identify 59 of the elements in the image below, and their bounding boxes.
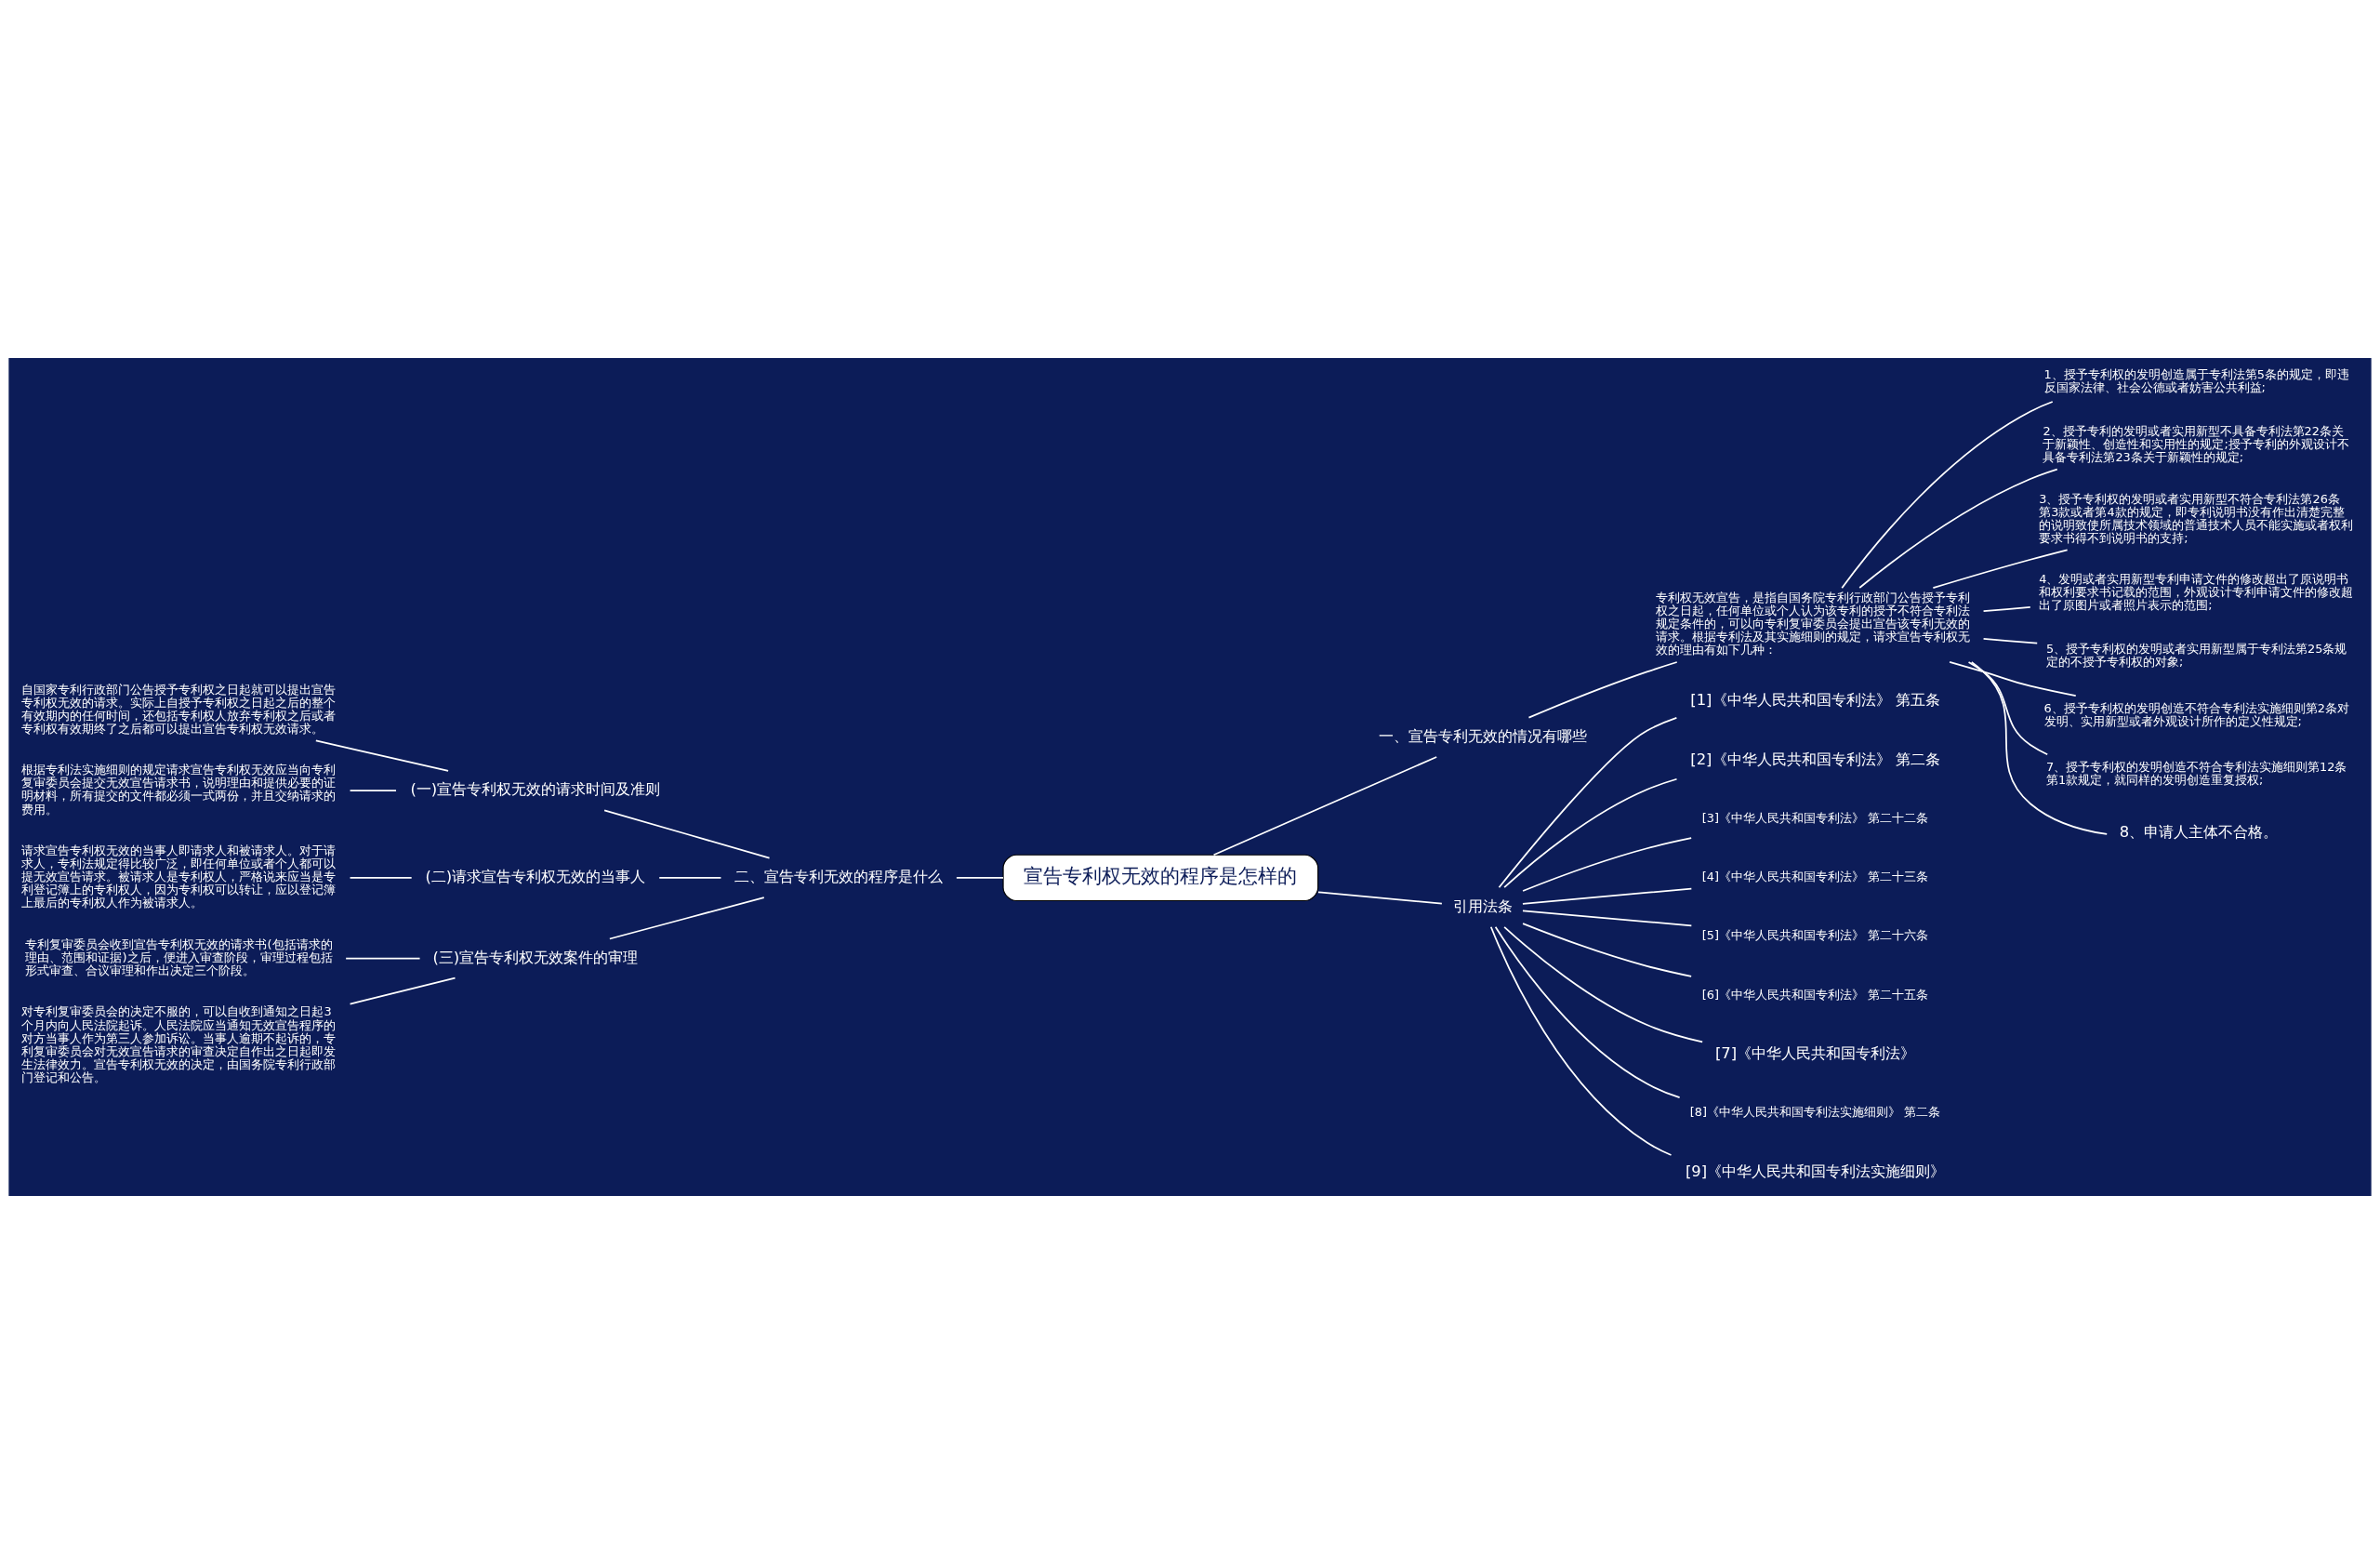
node-text: 专利权无效宣告，是指自国务院专利行政部门公告授予专利权之日起，任何单位或个人认为该专利的授予不符合专利法规定条件的，可以向专利复审委员会提出宣告该专利无效的请求。根据专利法及其实施细则的规定，请求宣告专利权无效的理由有如下几种： bbox=[1655, 591, 1970, 657]
connector bbox=[1982, 606, 2031, 613]
connector bbox=[1982, 638, 2039, 644]
connector bbox=[1522, 923, 1693, 977]
node-text: 一、宣告专利无效的情况有哪些 bbox=[1378, 727, 1587, 746]
node-text: 6、授予专利权的发明创造不符合专利法实施细则第2条对发明、实用新型或者外观设计所作的定义性规定; bbox=[2043, 700, 2349, 728]
connector bbox=[345, 957, 421, 960]
node-text: [5]《中华人民共和国专利法》 第二十六条 bbox=[1701, 928, 1929, 943]
node-text: [7]《中华人民共和国专利法》 bbox=[1714, 1044, 1916, 1063]
connector bbox=[1503, 777, 1678, 889]
connector bbox=[1949, 661, 2077, 697]
node-text: [3]《中华人民共和国专利法》 第二十二条 bbox=[1701, 810, 1929, 825]
connector bbox=[603, 809, 771, 859]
connector bbox=[1527, 661, 1678, 719]
node-text: 请求宣告专利权无效的当事人即请求人和被请求人。对于请求人，专利法规定得比较广泛，即任何单位或者个人都可以提无效宣告请求。被请求人是专利权人，严格说来应当是专利登记簿上的专利权人，因为专利权可以转让，应以登记簿上最后的专利权人作为被请求人。 bbox=[21, 843, 337, 910]
node-text: [6]《中华人民共和国专利法》 第二十五条 bbox=[1701, 987, 1929, 1002]
connector bbox=[1932, 549, 2069, 590]
node-text: 8、申请人主体不合格。 bbox=[2119, 823, 2279, 842]
connector bbox=[1503, 925, 1704, 1043]
node-text: 二、宣告专利无效的程序是什么 bbox=[734, 868, 944, 886]
node-text: 2、授予专利的发明或者实用新型不具备专利法第22条关于新颖性、创造性和实用性的规定;授予专利的外观设计不具备专利法第23条关于新颖性的规定; bbox=[2043, 423, 2349, 465]
connector bbox=[1967, 661, 2049, 756]
node-text: 引用法条 bbox=[1452, 897, 1513, 915]
node-text: [8]《中华人民共和国专利法实施细则》 第二条 bbox=[1689, 1105, 1941, 1120]
node-text: (一)宣告专利权无效的请求时间及准则 bbox=[410, 780, 661, 799]
node-text: 1、授予专利权的发明创造属于专利法第5条的规定，即违反国家法律、社会公德或者妨害公共利益; bbox=[2043, 367, 2349, 395]
node-text: [9]《中华人民共和国专利法实施细则》 bbox=[1685, 1162, 1946, 1180]
connector bbox=[349, 976, 456, 1005]
node-text: 根据专利法实施细则的规定请求宣告专利权无效应当向专利复审委员会提交无效宣告请求书，说明理由和提供必要的证明材料，所有提交的文件都必须一式两份，并且交纳请求的费用。 bbox=[21, 763, 337, 817]
connector bbox=[349, 877, 413, 879]
connector bbox=[1970, 661, 2109, 835]
connector bbox=[658, 877, 722, 879]
node-text: 4、发明或者实用新型专利申请文件的修改超出了原说明书和权利要求书记载的范围，外观设计专利申请文件的修改超出了原图片或者照片表示的范围; bbox=[2039, 572, 2354, 613]
node-text: 自国家专利行政部门公告授予专利权之日起就可以提出宣告专利权无效的请求。实际上自授予专利权之日起之后的整个有效期内的任何时间，还包括专利权人放弃专利权之后或者专利权有效期终了之后都可以提出宣告专利权无效请求。 bbox=[21, 682, 337, 736]
node-text: [4]《中华人民共和国专利法》 第二十三条 bbox=[1701, 870, 1929, 884]
connector bbox=[1522, 887, 1693, 905]
node-text: [2]《中华人民共和国专利法》 第二条 bbox=[1690, 750, 1940, 768]
connector bbox=[956, 877, 1004, 879]
node-text: (三)宣告专利权无效案件的审理 bbox=[432, 948, 639, 966]
connector bbox=[1212, 756, 1438, 857]
connector bbox=[1522, 837, 1693, 892]
node-text: (二)请求宣告专利权无效的当事人 bbox=[425, 868, 646, 886]
node-text: 3、授予专利权的发明或者实用新型不符合专利法第26条第3款或者第4款的规定，即专利说明书没有作出清楚完整的说明致使所属技术领域的普通技术人员不能实施或者权利要求书得不到说明书的支持; bbox=[2039, 491, 2354, 545]
connector bbox=[1494, 925, 1681, 1099]
node-text: [1]《中华人民共和国专利法》 第五条 bbox=[1690, 691, 1940, 710]
node-text: 专利复审委员会收到宣告专利权无效的请求书(包括请求的理由、范围和证据)之后，便进入审查阶段，审理过程包括形式审查、合议审理和作出决定三个阶段。 bbox=[25, 936, 333, 977]
node-text: 7、授予专利权的发明创造不符合专利法实施细则第12条第1款规定，就同样的发明创造重复授权; bbox=[2045, 759, 2347, 787]
connector bbox=[1489, 925, 1673, 1156]
connector bbox=[349, 790, 397, 792]
node-text: 对专利复审委员会的决定不服的，可以自收到通知之日起3个月内向人民法院起诉。人民法院应当通知无效宣告程序的对方当事人作为第三人参加诉讼。当事人逾期不起诉的，专利复审委员会对无效宣告请求的审查决定自作出之日起即发生法律效力。宣告专利权无效的决定，由国务院专利行政部门登记和公告。 bbox=[21, 1004, 337, 1084]
connector bbox=[608, 897, 765, 940]
connector bbox=[1522, 910, 1693, 927]
connector bbox=[1317, 891, 1443, 905]
connector bbox=[314, 739, 449, 772]
node-box: 宣告专利权无效的程序是怎样的 bbox=[1002, 854, 1319, 902]
connector bbox=[1841, 401, 2054, 590]
connector bbox=[1498, 717, 1678, 889]
connector bbox=[1858, 468, 2058, 589]
node-text: 5、授予专利权的发明或者实用新型属于专利法第25条规定的不授予专利权的对象; bbox=[2045, 642, 2347, 670]
